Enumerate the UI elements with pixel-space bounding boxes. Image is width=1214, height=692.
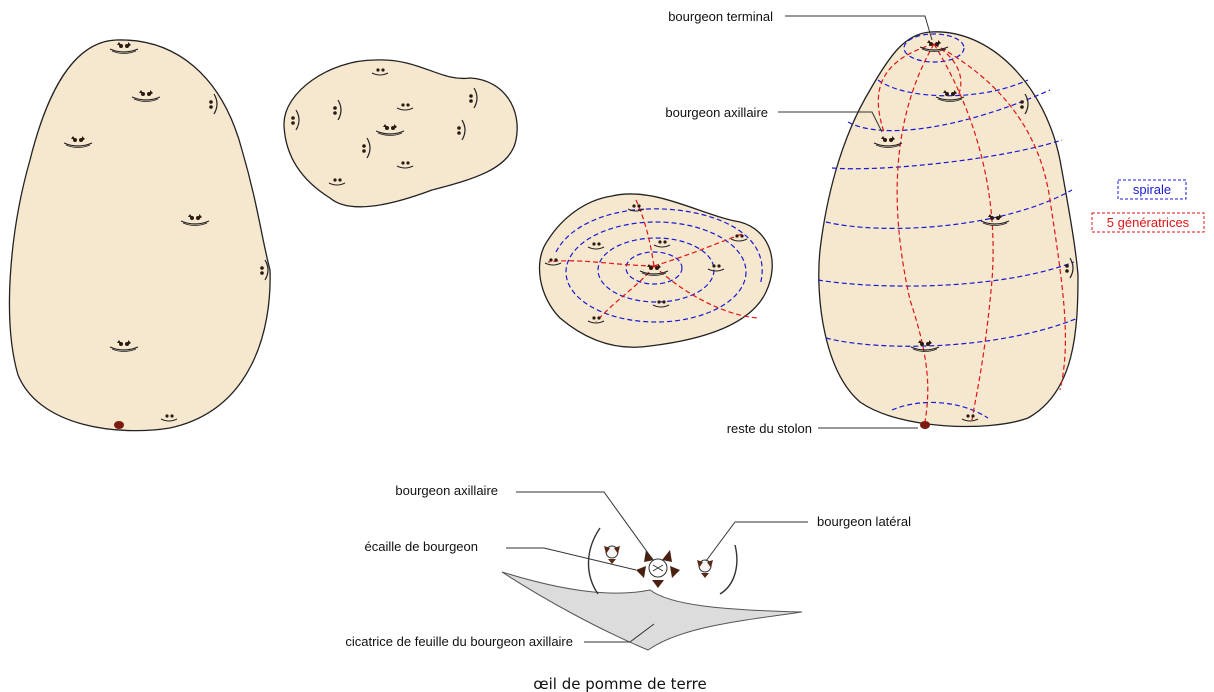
tuber-4-outline (819, 32, 1078, 427)
label-lateral-bud: bourgeon latéral (817, 514, 911, 529)
label-stolon-rest: reste du stolon (727, 421, 812, 436)
tuber-1-outline (9, 40, 270, 431)
eye-detail: bourgeon axillaire écaille de bourgeon b… (345, 483, 911, 650)
axillary-bud (636, 550, 680, 588)
label-terminal-bud: bourgeon terminal (668, 9, 773, 24)
label-leaf-scar: cicatrice de feuille du bourgeon axillai… (345, 634, 573, 649)
stolon-remnant (920, 421, 930, 429)
figure-caption: œil de pomme de terre (533, 675, 706, 692)
tuber-top-view-annotated (539, 194, 772, 347)
lateral-bud-right (697, 560, 713, 578)
label-axillary-bud-eye: bourgeon axillaire (395, 483, 498, 498)
tuber-3-outline (539, 194, 772, 347)
lateral-bud-left (604, 546, 620, 564)
tuber-side-view (9, 40, 270, 431)
tuber-top-view (284, 60, 517, 207)
label-bud-scale: écaille de bourgeon (365, 539, 478, 554)
eye-right-arc (720, 545, 737, 594)
legend-generatrices: 5 génératrices (1107, 215, 1190, 230)
legend-spiral: spirale (1133, 182, 1171, 197)
tuber-side-view-annotated (818, 32, 1078, 429)
label-axillary-bud: bourgeon axillaire (665, 105, 768, 120)
stolon-remnant (114, 421, 124, 429)
